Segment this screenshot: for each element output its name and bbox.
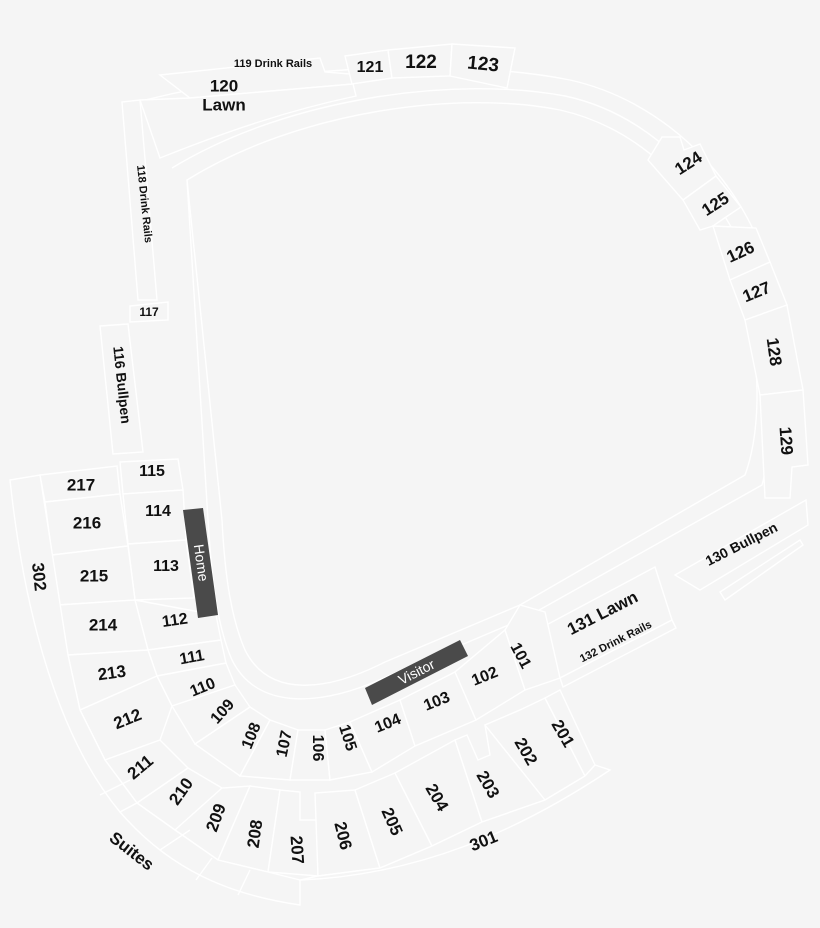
label-128: 128 (763, 336, 786, 367)
section-125[interactable] (682, 175, 743, 231)
label-216: 216 (73, 513, 101, 532)
label-120-number: 120 (210, 76, 238, 95)
label-115: 115 (139, 463, 165, 480)
infield-100-sections (170, 604, 561, 781)
section-129[interactable] (759, 389, 809, 499)
label-213: 213 (96, 662, 127, 685)
label-106: 106 (309, 735, 326, 762)
level-200-sections (39, 465, 596, 877)
home-dugout[interactable]: Home (183, 508, 218, 618)
label-107: 107 (274, 729, 296, 759)
label-208: 208 (244, 818, 267, 849)
section-117[interactable] (129, 301, 169, 323)
label-111: 111 (178, 647, 206, 668)
section-124[interactable] (647, 136, 717, 201)
section-302[interactable] (9, 474, 139, 813)
home-dugout-label: Home (191, 543, 212, 582)
label-129: 129 (776, 426, 797, 456)
level-300-sections (9, 474, 612, 906)
label-117: 117 (139, 305, 159, 319)
section-118[interactable] (121, 99, 158, 301)
label-207: 207 (287, 835, 308, 865)
label-302: 302 (28, 562, 50, 592)
label-215: 215 (80, 566, 108, 585)
section-301[interactable] (299, 764, 612, 881)
section-132[interactable] (559, 619, 677, 689)
label-123: 123 (466, 52, 500, 76)
visitor-dugout-label: Visitor (396, 656, 438, 688)
label-114: 114 (145, 503, 171, 520)
label-119: 119 Drink Rails (234, 58, 312, 70)
section-120[interactable] (139, 83, 357, 159)
label-121: 121 (357, 59, 384, 76)
level-200-labels: 217 216 215 214 213 212 211 210 209 208 … (67, 475, 578, 864)
label-120-name: Lawn (202, 95, 245, 114)
label-214: 214 (89, 615, 118, 634)
label-217: 217 (67, 475, 95, 494)
label-122: 122 (405, 52, 437, 73)
label-113: 113 (153, 558, 179, 575)
section-123[interactable] (449, 43, 516, 89)
label-112: 112 (161, 610, 189, 630)
section-101[interactable] (504, 604, 561, 691)
section-116[interactable] (99, 323, 144, 455)
section-130[interactable] (673, 498, 809, 591)
outfield-sections (139, 43, 809, 689)
